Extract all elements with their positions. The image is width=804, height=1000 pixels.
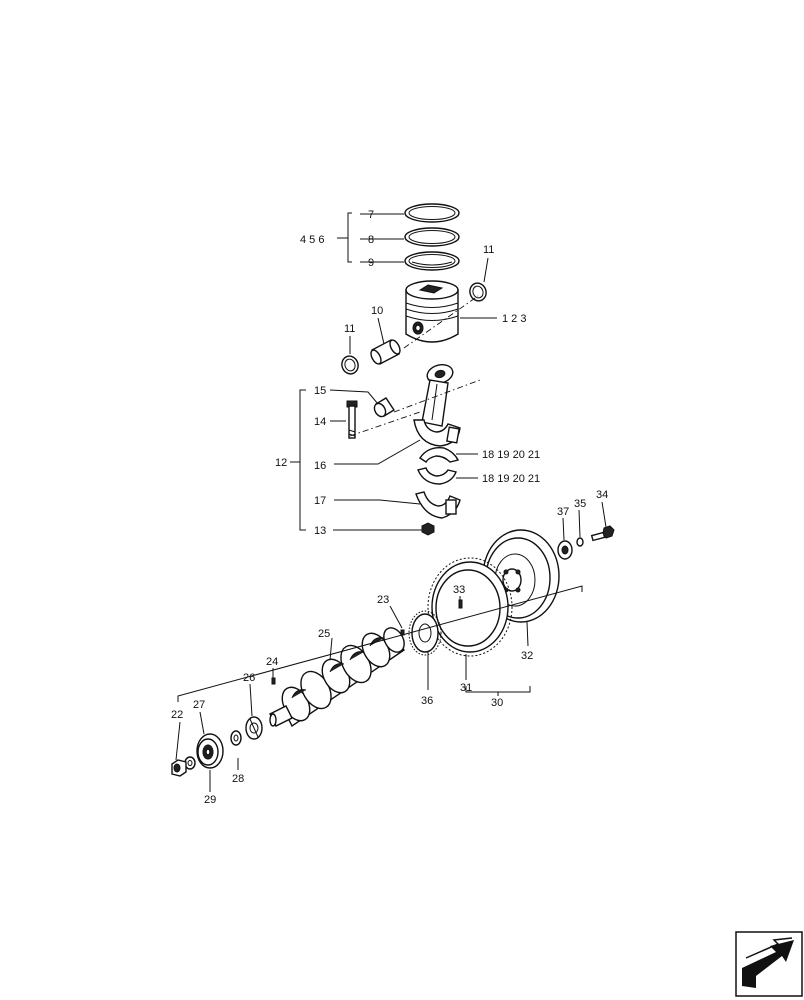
rod-bolt[interactable] — [346, 400, 358, 439]
callout-15: 15 — [314, 385, 326, 397]
crank-front-gear[interactable] — [245, 716, 263, 740]
washer-35[interactable] — [576, 537, 584, 547]
next-page-arrow-icon[interactable] — [735, 931, 803, 997]
callout-11-left: 11 — [344, 323, 355, 335]
washer-28[interactable] — [230, 730, 242, 746]
callout-28: 28 — [232, 773, 244, 785]
callout-4-5-6: 4 5 6 — [300, 234, 324, 246]
callout-22: 22 — [171, 709, 183, 721]
callout-9: 9 — [368, 257, 374, 269]
piston[interactable] — [405, 280, 459, 343]
circlip-11-left[interactable] — [339, 354, 360, 376]
callout-23: 23 — [377, 594, 389, 606]
callout-36: 36 — [421, 695, 433, 707]
washer-27[interactable] — [184, 756, 196, 770]
piston-ring-8[interactable] — [404, 227, 460, 247]
piston-ring-7[interactable] — [404, 203, 460, 223]
callout-10: 10 — [371, 305, 383, 317]
callout-labels: 7 8 9 4 5 6 11 10 1 2 3 11 15 14 12 16 1… — [171, 209, 608, 806]
callout-33: 33 — [453, 584, 465, 596]
callout-25: 25 — [318, 628, 330, 640]
piston-pin[interactable] — [369, 339, 402, 366]
callout-37: 37 — [557, 506, 569, 518]
crank-pulley[interactable] — [196, 733, 224, 769]
callout-13: 13 — [314, 525, 326, 537]
callout-35: 35 — [574, 498, 586, 510]
callout-30: 30 — [491, 697, 503, 709]
pulley-nut[interactable] — [171, 759, 187, 777]
callout-18-19-20-21-upper: 18 19 20 21 — [482, 449, 540, 461]
callout-24: 24 — [266, 656, 278, 668]
callout-32: 32 — [521, 650, 533, 662]
bearing-shell-upper[interactable] — [419, 447, 460, 464]
callout-18-19-20-21-lower: 18 19 20 21 — [482, 473, 540, 485]
ring-gear[interactable] — [427, 557, 513, 657]
circlip-11-right[interactable] — [467, 281, 488, 303]
callout-12: 12 — [275, 457, 287, 469]
callout-31: 31 — [460, 682, 472, 694]
key-24[interactable] — [271, 677, 276, 685]
callout-17: 17 — [314, 495, 326, 507]
callout-1-2-3: 1 2 3 — [502, 313, 526, 325]
dowel-pin[interactable] — [458, 599, 463, 609]
callout-8: 8 — [368, 234, 374, 246]
rod-nut[interactable] — [421, 522, 435, 536]
assembly-axis-lines — [349, 295, 481, 437]
callout-7: 7 — [368, 209, 374, 221]
flywheel-bolt[interactable] — [590, 525, 615, 542]
pilot-bearing[interactable] — [557, 540, 573, 560]
callout-34: 34 — [596, 489, 608, 501]
leader-lines — [175, 212, 607, 792]
connecting-rod[interactable] — [413, 362, 461, 447]
crankshaft[interactable] — [269, 624, 408, 728]
callout-14: 14 — [314, 416, 326, 428]
callout-16: 16 — [314, 460, 326, 472]
piston-ring-9[interactable] — [404, 251, 460, 271]
bearing-shell-lower[interactable] — [417, 467, 457, 485]
callout-27: 27 — [193, 699, 205, 711]
crank-gear[interactable] — [408, 610, 442, 656]
callout-26: 26 — [243, 672, 255, 684]
callout-11-right: 11 — [483, 244, 494, 256]
rod-cap[interactable] — [415, 491, 461, 519]
callout-29: 29 — [204, 794, 216, 806]
small-end-bushing[interactable] — [372, 397, 395, 419]
